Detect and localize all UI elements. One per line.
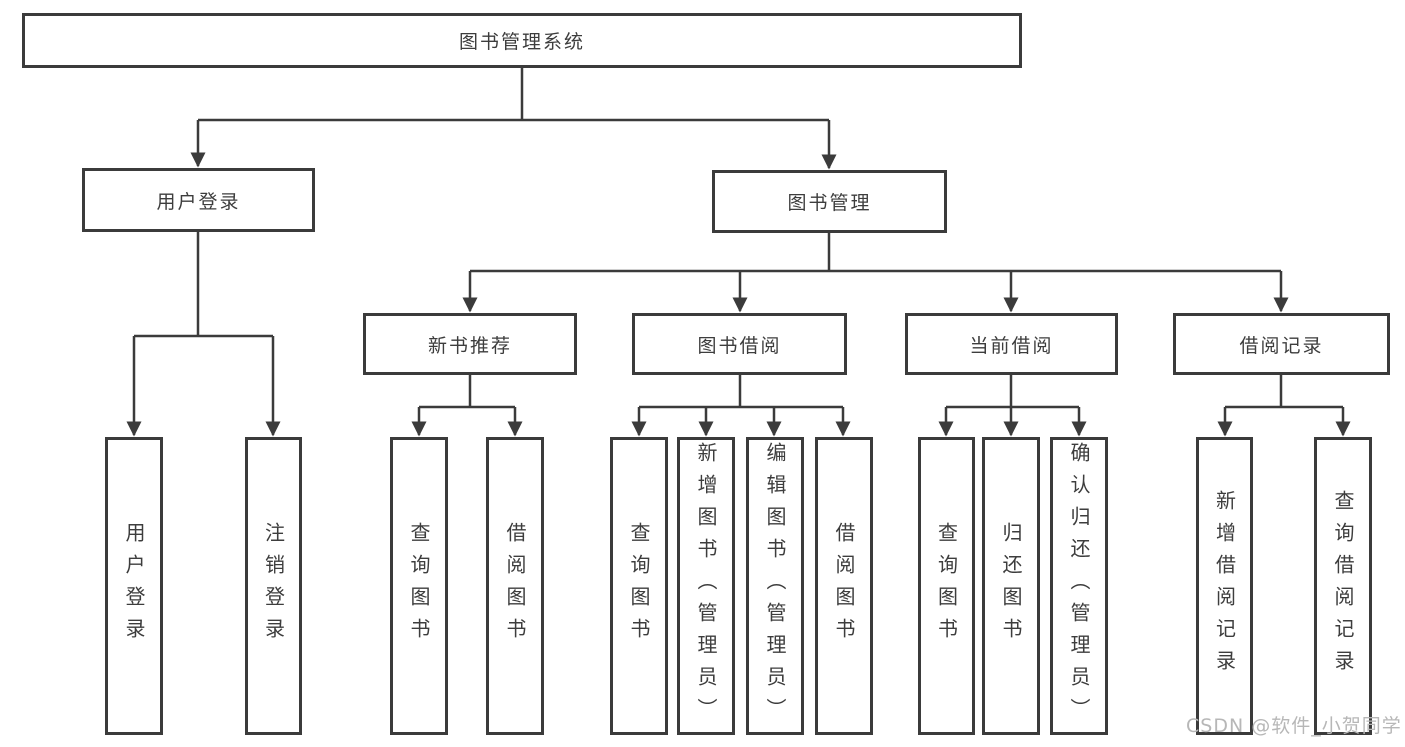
node-new-book-recommend: 新书推荐 [363, 313, 577, 375]
leaf-recommend-query-books: 查询图书 [390, 437, 448, 735]
leaf-confirm-return-admin: 确认归还（管理员） [1050, 437, 1108, 735]
leaf-query-borrow-record: 查询借阅记录 [1314, 437, 1372, 735]
connector-current-split [946, 375, 1079, 409]
leaf-recommend-borrow-books: 借阅图书 [486, 437, 544, 735]
node-current-borrow: 当前借阅 [905, 313, 1118, 375]
leaf-user-login: 用户登录 [105, 437, 163, 735]
node-library-management-system: 图书管理系统 [22, 13, 1022, 68]
leaf-add-borrow-record: 新增借阅记录 [1196, 437, 1253, 735]
connector-borrow-split [639, 375, 843, 409]
node-borrow-records: 借阅记录 [1173, 313, 1390, 375]
csdn-watermark: CSDN @软件_小贺同学 [1186, 715, 1402, 737]
connector-recommend-split [419, 375, 515, 409]
leaf-logout: 注销登录 [245, 437, 302, 735]
connector-records-split [1225, 375, 1343, 409]
connector-login-split [134, 232, 273, 338]
connector-root-split [198, 68, 829, 122]
node-user-login: 用户登录 [82, 168, 315, 232]
connector-management-split [470, 233, 1281, 273]
leaf-edit-books-admin: 编辑图书（管理员） [746, 437, 804, 735]
leaf-borrow-query-books: 查询图书 [610, 437, 668, 735]
leaf-add-books-admin: 新增图书（管理员） [677, 437, 735, 735]
node-book-management: 图书管理 [712, 170, 947, 233]
leaf-borrow-books: 借阅图书 [815, 437, 873, 735]
node-book-borrow: 图书借阅 [632, 313, 847, 375]
leaf-return-books: 归还图书 [982, 437, 1040, 735]
leaf-current-query-books: 查询图书 [918, 437, 975, 735]
